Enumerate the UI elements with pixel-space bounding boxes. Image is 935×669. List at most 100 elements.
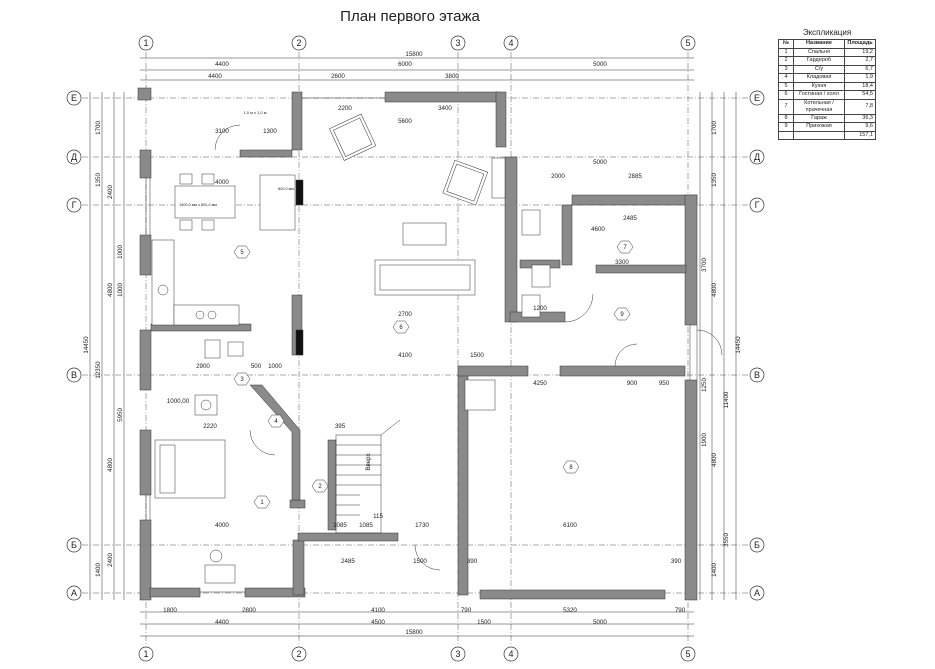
room-number: 9 bbox=[620, 312, 624, 318]
dim-label: 1000,00 bbox=[167, 398, 190, 405]
doors bbox=[214, 124, 723, 571]
dim-label: 2200 bbox=[338, 105, 352, 112]
legend-num: 4 bbox=[778, 73, 794, 83]
legend-area: 6,7 bbox=[844, 64, 876, 74]
dim-label: 1200 bbox=[533, 305, 547, 312]
axis-label-y: Г bbox=[72, 200, 77, 210]
legend-total-row: 157,1 bbox=[778, 130, 876, 140]
dim-label: 2400 bbox=[107, 553, 114, 567]
axis-grid bbox=[82, 52, 750, 645]
legend-room: Гараж bbox=[793, 113, 845, 123]
legend-room: Кухня bbox=[793, 81, 845, 91]
axis-label-x: 4 bbox=[508, 649, 513, 659]
dim-label: 1000 bbox=[268, 363, 282, 370]
dim-label: 2700 bbox=[398, 311, 412, 318]
axis-label-y: Е bbox=[71, 93, 77, 103]
dim-label: 790 bbox=[461, 607, 472, 614]
legend-area: 1,9 bbox=[844, 73, 876, 83]
dim-label: 2000 bbox=[551, 173, 565, 180]
dim-label: 1700 bbox=[95, 121, 102, 135]
dim-label: 1400 bbox=[95, 563, 102, 577]
legend-num: 1 bbox=[778, 47, 794, 57]
axis-label-x: 3 bbox=[455, 38, 460, 48]
room-number: 5 bbox=[240, 250, 244, 256]
legend-area: 2,7 bbox=[844, 56, 876, 66]
outer-walls bbox=[137, 87, 698, 601]
dim-label: 1900 bbox=[701, 433, 708, 447]
axis-label-x: 1 bbox=[143, 649, 148, 659]
niche-note: 800,0 мм bbox=[278, 187, 294, 191]
axis-label-x: 1 bbox=[143, 38, 148, 48]
axis-label-x: 3 bbox=[455, 649, 460, 659]
axis-bubbles-top: 1 2 3 4 5 bbox=[138, 35, 696, 51]
legend-room: С/у bbox=[793, 64, 845, 74]
legend-area: 54,5 bbox=[844, 90, 876, 100]
dim-label: 6100 bbox=[563, 522, 577, 529]
axis-label-y: Д bbox=[754, 152, 760, 162]
dim-label: 2800 bbox=[242, 607, 256, 614]
legend-area: 18,4 bbox=[844, 81, 876, 91]
legend-room: Гардероб bbox=[793, 56, 845, 66]
dim-label: 395 bbox=[335, 423, 346, 430]
legend-room: Кладовая bbox=[793, 73, 845, 83]
legend-header: № bbox=[778, 39, 794, 49]
dim-label: 4800 bbox=[107, 458, 114, 472]
room-number: 8 bbox=[569, 465, 573, 471]
dim-label: 4000 bbox=[215, 522, 229, 529]
column-note: 1,0 м x 1,0 м bbox=[243, 110, 266, 115]
kitchen-furniture bbox=[151, 173, 304, 356]
legend-num: 6 bbox=[778, 90, 794, 100]
dim-label: 115 bbox=[373, 513, 383, 520]
dim-label: 2400 bbox=[107, 185, 114, 199]
legend-num: 2 bbox=[778, 56, 794, 66]
legend-room: Котельная / прачечная bbox=[793, 98, 845, 115]
axis-label-y: Б bbox=[754, 540, 760, 550]
dim-label: 1250 bbox=[701, 378, 708, 392]
dim-label: 4400 bbox=[208, 73, 222, 80]
room-number: 4 bbox=[274, 419, 278, 425]
dim-label: 2485 bbox=[341, 558, 355, 565]
page-title: План первого этажа bbox=[340, 8, 480, 25]
dim-label: 4000 bbox=[215, 179, 229, 186]
dim-label: 3300 bbox=[615, 259, 629, 266]
dim-label: 2600 bbox=[331, 73, 345, 80]
bath-bed-furniture bbox=[154, 209, 551, 584]
dim-label: 14450 bbox=[83, 336, 90, 354]
dim-label: 1500 bbox=[413, 558, 427, 565]
dim-label: 2900 bbox=[196, 363, 210, 370]
dim-label: 5000 bbox=[593, 61, 607, 68]
dim-label: 4600 bbox=[591, 226, 605, 233]
legend-num: 7 bbox=[778, 98, 794, 115]
legend-caption: Экспликация bbox=[802, 28, 852, 37]
dim-label: 4800 bbox=[711, 453, 718, 467]
dim-label: 1700 bbox=[711, 121, 718, 135]
legend-room: Гостиная / холл bbox=[793, 90, 845, 100]
dim-label: 4100 bbox=[398, 352, 412, 359]
legend-header: Площадь bbox=[844, 39, 876, 49]
dim-label: 1730 bbox=[415, 522, 429, 529]
axis-label-y: Б bbox=[71, 540, 77, 550]
dim-label: 1350 bbox=[95, 173, 102, 187]
dimension-lines bbox=[89, 57, 737, 637]
dim-label: 3700 bbox=[701, 258, 708, 272]
dim-label: 950 bbox=[659, 380, 670, 387]
axis-label-x: 4 bbox=[508, 38, 513, 48]
legend-area: 9,6 bbox=[844, 122, 876, 132]
dim-label: 4400 bbox=[215, 61, 229, 68]
axis-bubbles-bottom: 1 2 3 4 5 bbox=[138, 646, 696, 662]
dim-label: 4500 bbox=[371, 619, 385, 626]
windows bbox=[145, 97, 698, 593]
legend-header-row: № Название Площадь bbox=[778, 39, 876, 49]
dim-label: 790 bbox=[675, 607, 686, 614]
dim-label: 1000 bbox=[117, 283, 124, 297]
axis-label-y: А bbox=[71, 588, 77, 598]
stair-label: Вверх bbox=[365, 452, 372, 470]
dim-label: 1500 bbox=[477, 619, 491, 626]
dim-label: 2885 bbox=[628, 173, 642, 180]
